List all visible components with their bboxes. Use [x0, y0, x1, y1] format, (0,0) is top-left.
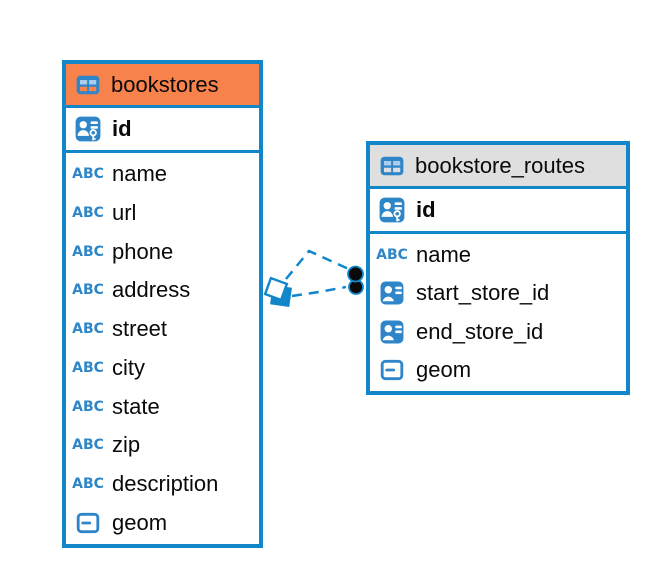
column-name: name: [416, 242, 472, 268]
table-column-row[interactable]: ABC phone: [66, 232, 259, 272]
table-column-row[interactable]: geom: [370, 350, 626, 389]
primary-key-icon: [379, 197, 405, 223]
table-column-row[interactable]: ABC state: [66, 387, 259, 426]
primary-key-icon: [75, 116, 101, 142]
reference-column-icon: [380, 281, 404, 305]
table-column-row[interactable]: geom: [66, 503, 259, 543]
text-type-icon: ABC: [72, 243, 104, 260]
table-title: bookstores: [111, 71, 219, 97]
table-column-row[interactable]: start_store_id: [370, 274, 626, 313]
column-name: end_store_id: [416, 318, 544, 344]
text-type-icon: ABC: [376, 247, 408, 264]
column-name: description: [112, 470, 219, 496]
table-icon: [76, 75, 100, 94]
relation-marker-dots[interactable]: [347, 265, 364, 295]
text-type-icon: ABC: [72, 475, 104, 492]
text-type-icon: ABC: [72, 205, 104, 222]
primary-key-name: id: [416, 197, 436, 222]
column-name: phone: [112, 238, 174, 264]
column-name: zip: [112, 432, 141, 458]
column-name: city: [112, 354, 145, 380]
table-column-row[interactable]: ABC description: [66, 464, 259, 504]
table-column-row[interactable]: ABC url: [66, 193, 259, 233]
column-name: state: [112, 393, 160, 419]
text-type-icon: ABC: [72, 398, 104, 415]
text-type-icon: ABC: [72, 359, 104, 376]
table-column-row[interactable]: end_store_id: [370, 312, 626, 351]
reference-column-icon: [380, 320, 404, 344]
primary-key-row[interactable]: id: [66, 108, 259, 153]
relation-line-start-store[interactable]: [285, 249, 352, 280]
column-name: geom: [416, 356, 472, 382]
entity-table-bookstores[interactable]: bookstores id ABC name ABC url ABC phone…: [62, 60, 263, 548]
relation-marker-squares[interactable]: [263, 276, 292, 307]
entity-table-bookstore-routes[interactable]: bookstore_routes id ABC name start_store…: [366, 141, 630, 395]
text-type-icon: ABC: [72, 166, 104, 183]
column-name: geom: [112, 509, 168, 535]
table-header-bookstore-routes[interactable]: bookstore_routes: [370, 145, 626, 189]
table-column-row[interactable]: ABC street: [66, 309, 259, 349]
table-header-bookstores[interactable]: bookstores: [66, 64, 259, 108]
table-column-row[interactable]: ABC name: [370, 236, 626, 275]
table-column-row[interactable]: ABC zip: [66, 425, 259, 465]
geometry-column-icon: [76, 512, 100, 533]
text-type-icon: ABC: [72, 437, 104, 454]
text-type-icon: ABC: [72, 321, 104, 338]
geometry-column-icon: [380, 359, 404, 381]
table-icon: [380, 156, 404, 175]
table-column-row[interactable]: ABC name: [66, 155, 259, 194]
column-name: start_store_id: [416, 280, 550, 306]
text-type-icon: ABC: [72, 282, 104, 299]
primary-key-name: id: [112, 116, 132, 141]
primary-key-row[interactable]: id: [370, 189, 626, 234]
column-name: url: [112, 200, 137, 226]
relation-line-end-store[interactable]: [291, 285, 347, 298]
column-list: ABC name ABC url ABC phone ABC address A…: [66, 153, 259, 544]
column-list: ABC name start_store_id end_store_id geo…: [370, 234, 626, 391]
table-title: bookstore_routes: [415, 152, 585, 178]
column-name: address: [112, 277, 191, 303]
column-name: street: [112, 316, 168, 342]
column-name: name: [112, 161, 168, 187]
table-column-row[interactable]: ABC city: [66, 348, 259, 388]
table-column-row[interactable]: ABC address: [66, 271, 259, 310]
